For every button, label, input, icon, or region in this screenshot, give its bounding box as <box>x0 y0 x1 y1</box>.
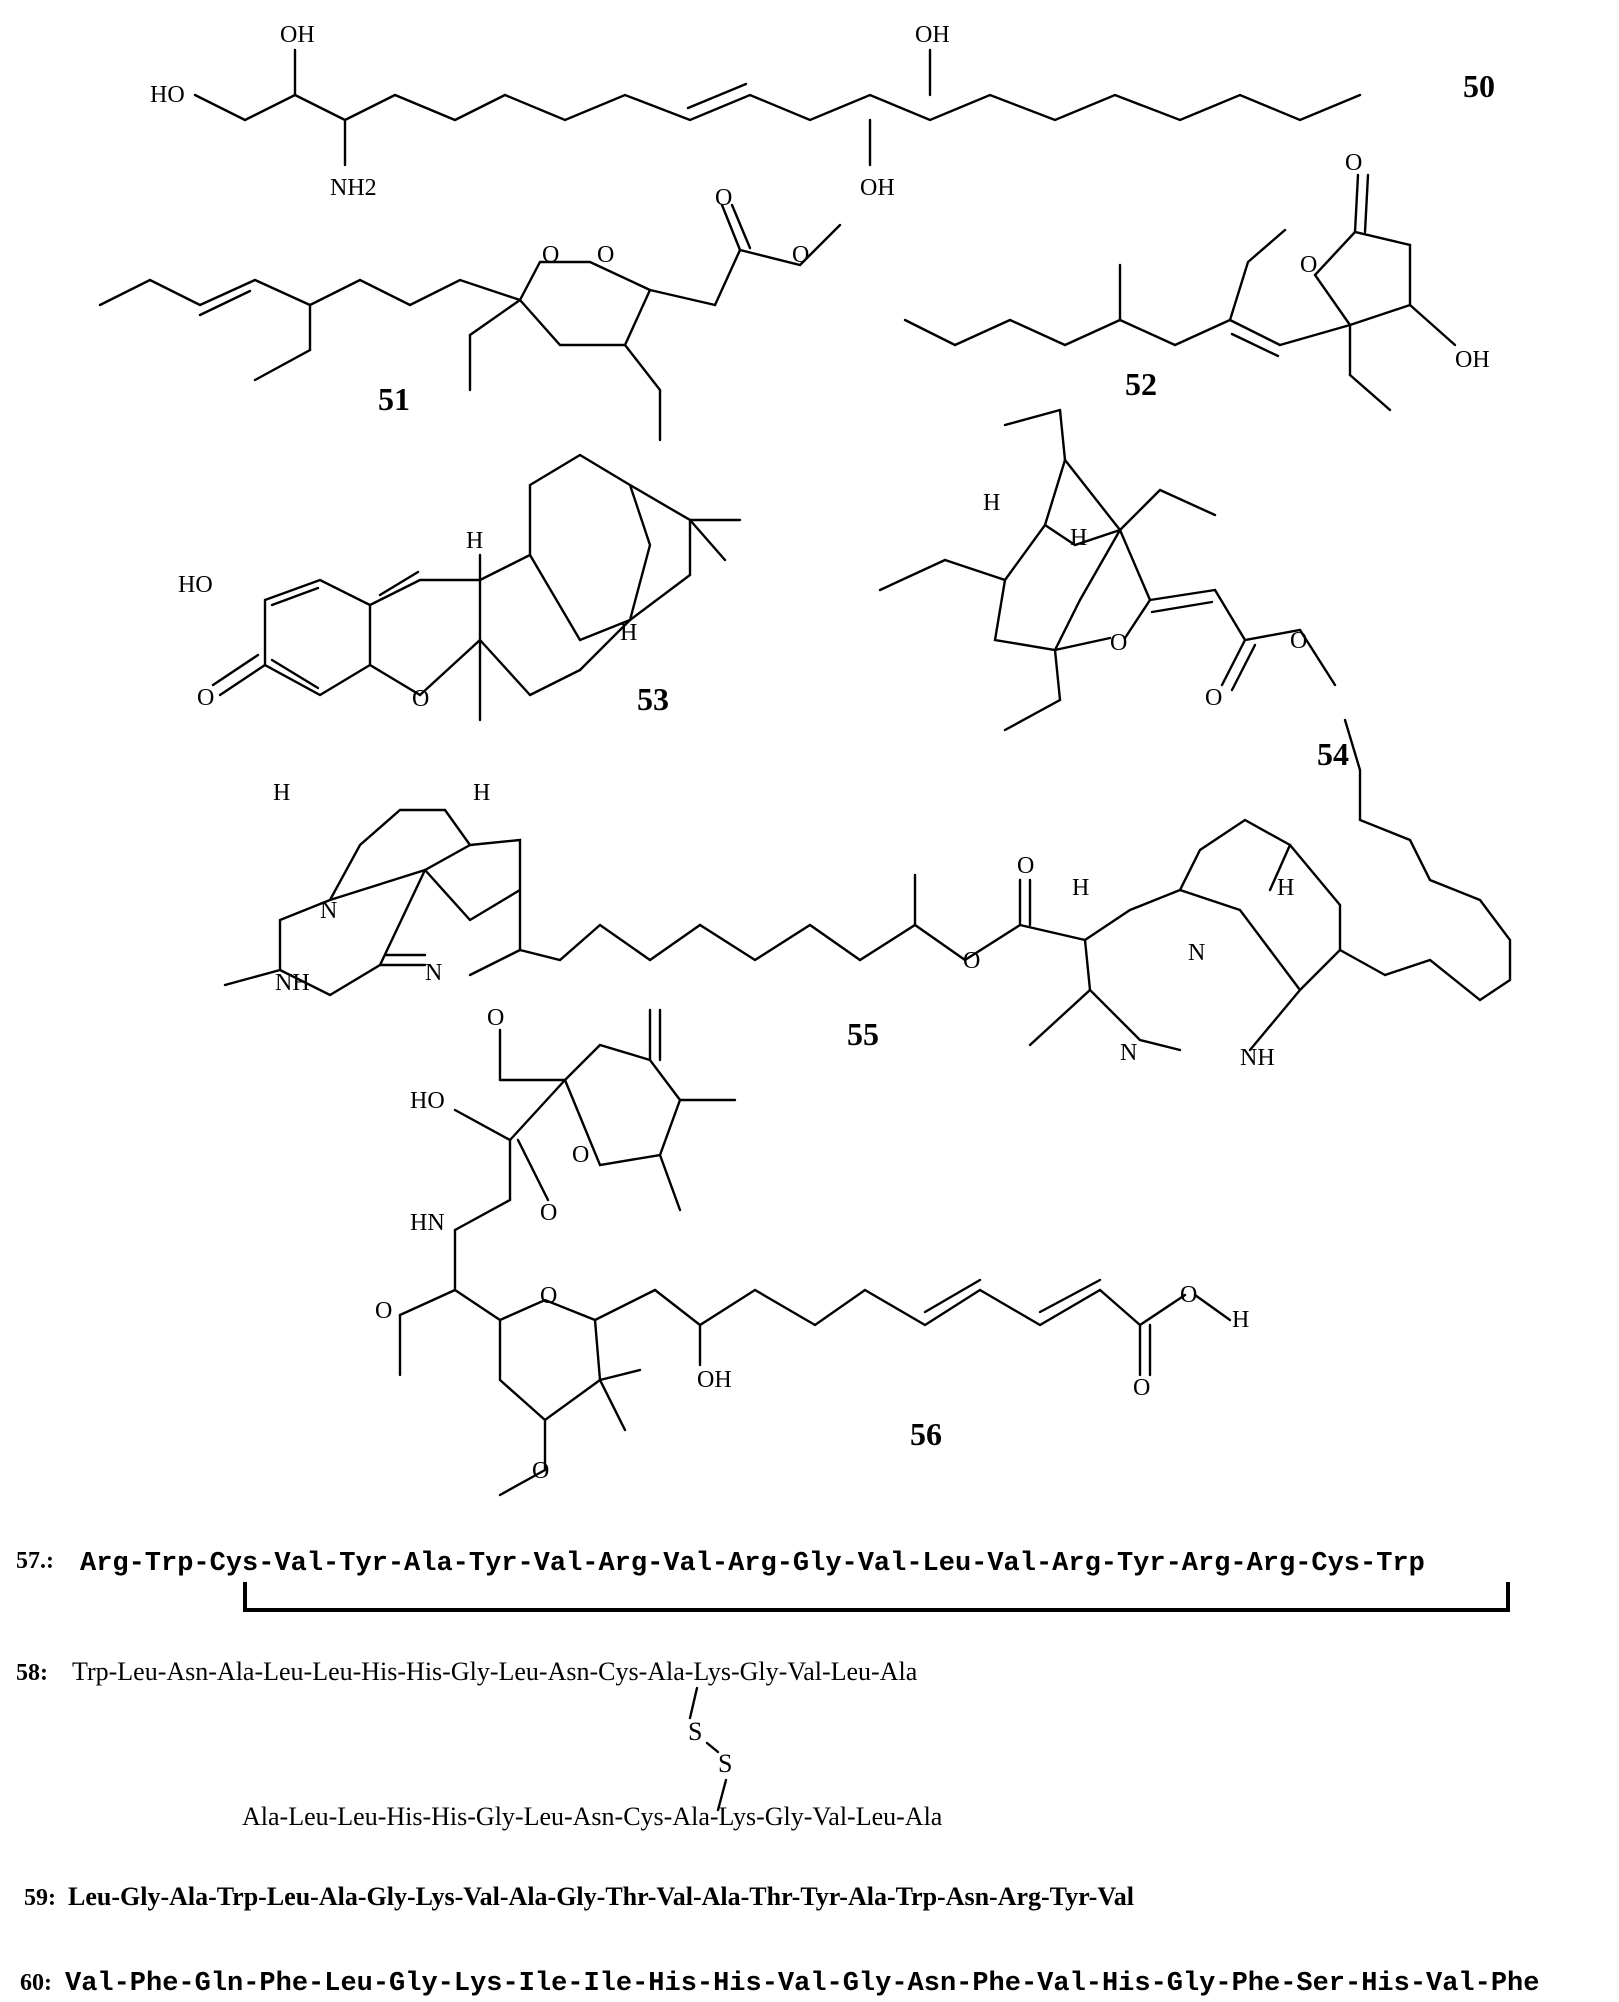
sulfur-atom: S <box>688 1717 702 1746</box>
atom-h: H <box>273 780 290 806</box>
sequence-label-57: 57.: <box>16 1548 54 1574</box>
sequence-60-text: Val-Phe-Gln-Phe-Leu-Gly-Lys-Ile-Ile-His-… <box>65 1969 1539 1999</box>
compound-label-51: 51 <box>378 381 410 417</box>
atom-h: H <box>1072 875 1089 901</box>
atom-o: O <box>1300 252 1317 278</box>
atom-o: O <box>715 185 732 211</box>
sequence-58: 58: Trp-Leu-Asn-Ala-Leu-Leu-His-His-Gly-… <box>16 1657 943 1831</box>
atom-h: H <box>620 620 637 646</box>
atom-o: O <box>412 686 429 712</box>
atom-nh: NH <box>1240 1045 1275 1071</box>
structure-54: H H O O O 54 <box>878 408 1349 772</box>
atom-o: O <box>1205 685 1222 711</box>
atom-o: O <box>572 1142 589 1168</box>
atom-h: H <box>1277 875 1294 901</box>
atom-o: O <box>1180 1282 1197 1308</box>
atom-h: H <box>983 490 1000 516</box>
atom-oh: OH <box>280 22 315 48</box>
sequence-60: 60: Val-Phe-Gln-Phe-Leu-Gly-Lys-Ile-Ile-… <box>20 1969 1539 1999</box>
atom-oh: OH <box>697 1367 732 1393</box>
atom-o: O <box>1345 150 1362 176</box>
atom-n: N <box>425 960 442 986</box>
compound-label-52: 52 <box>1125 366 1157 402</box>
sequence-58-top-text: Trp-Leu-Asn-Ala-Leu-Leu-His-His-Gly-Leu-… <box>72 1657 918 1686</box>
structure-52: O O OH 52 <box>903 150 1490 412</box>
structure-51: O O O O 51 <box>98 185 842 442</box>
atom-o: O <box>197 685 214 711</box>
sequence-58-bottom-text: Ala-Leu-Leu-His-His-Gly-Leu-Asn-Cys-Ala-… <box>242 1802 943 1831</box>
atom-n: N <box>1120 1040 1137 1066</box>
atom-o: O <box>1110 630 1127 656</box>
compound-label-56: 56 <box>910 1416 942 1452</box>
sequence-57-text: Arg-Trp-Cys-Val-Tyr-Ala-Tyr-Val-Arg-Val-… <box>80 1549 1425 1579</box>
atom-o: O <box>542 242 559 268</box>
atom-ho: HO <box>178 572 213 598</box>
atom-oh: OH <box>915 22 950 48</box>
atom-h: H <box>1070 525 1087 551</box>
compound-label-55: 55 <box>847 1016 879 1052</box>
structure-53: HO O O H H 53 <box>178 453 742 722</box>
atom-o: O <box>487 1005 504 1031</box>
structure-56: O HO O O HN O O O OH O O H 56 <box>375 1005 1249 1497</box>
atom-ho: HO <box>410 1088 445 1114</box>
atom-h: H <box>473 780 490 806</box>
cyclization-bracket <box>243 1582 1510 1612</box>
structure-55: N NH N H H O O N N NH H H 55 <box>223 718 1512 1071</box>
sequence-59-text: Leu-Gly-Ala-Trp-Leu-Ala-Gly-Lys-Val-Ala-… <box>68 1882 1134 1911</box>
compound-label-54: 54 <box>1317 736 1349 772</box>
atom-o: O <box>963 948 980 974</box>
sequence-57: 57.: Arg-Trp-Cys-Val-Tyr-Ala-Tyr-Val-Arg… <box>16 1548 1510 1612</box>
compound-label-53: 53 <box>637 681 669 717</box>
atom-hn: HN <box>410 1210 445 1236</box>
atom-o: O <box>540 1200 557 1226</box>
atom-o: O <box>792 242 809 268</box>
sequence-label-60: 60: <box>20 1970 52 1996</box>
atom-h: H <box>466 528 483 554</box>
atom-ho: HO <box>150 82 185 108</box>
atom-o: O <box>1133 1375 1150 1401</box>
atom-oh: OH <box>860 175 895 201</box>
structure-50: HO OH NH2 OH OH 50 <box>150 22 1495 201</box>
atom-o: O <box>1290 628 1307 654</box>
atom-nh2: NH2 <box>330 175 377 201</box>
sequence-59: 59: Leu-Gly-Ala-Trp-Leu-Ala-Gly-Lys-Val-… <box>24 1882 1134 1911</box>
sequence-label-59: 59: <box>24 1885 56 1911</box>
sulfur-atom: S <box>718 1749 732 1778</box>
atom-o: O <box>597 242 614 268</box>
sequence-label-58: 58: <box>16 1660 48 1686</box>
atom-o: O <box>540 1283 557 1309</box>
atom-h: H <box>1232 1307 1249 1333</box>
atom-nh: NH <box>275 970 310 996</box>
atom-n: N <box>1188 940 1205 966</box>
atom-n: N <box>320 898 337 924</box>
atom-o: O <box>375 1298 392 1324</box>
atom-o: O <box>1017 853 1034 879</box>
compound-label-50: 50 <box>1463 68 1495 104</box>
atom-oh: OH <box>1455 347 1490 373</box>
atom-o: O <box>532 1458 549 1484</box>
